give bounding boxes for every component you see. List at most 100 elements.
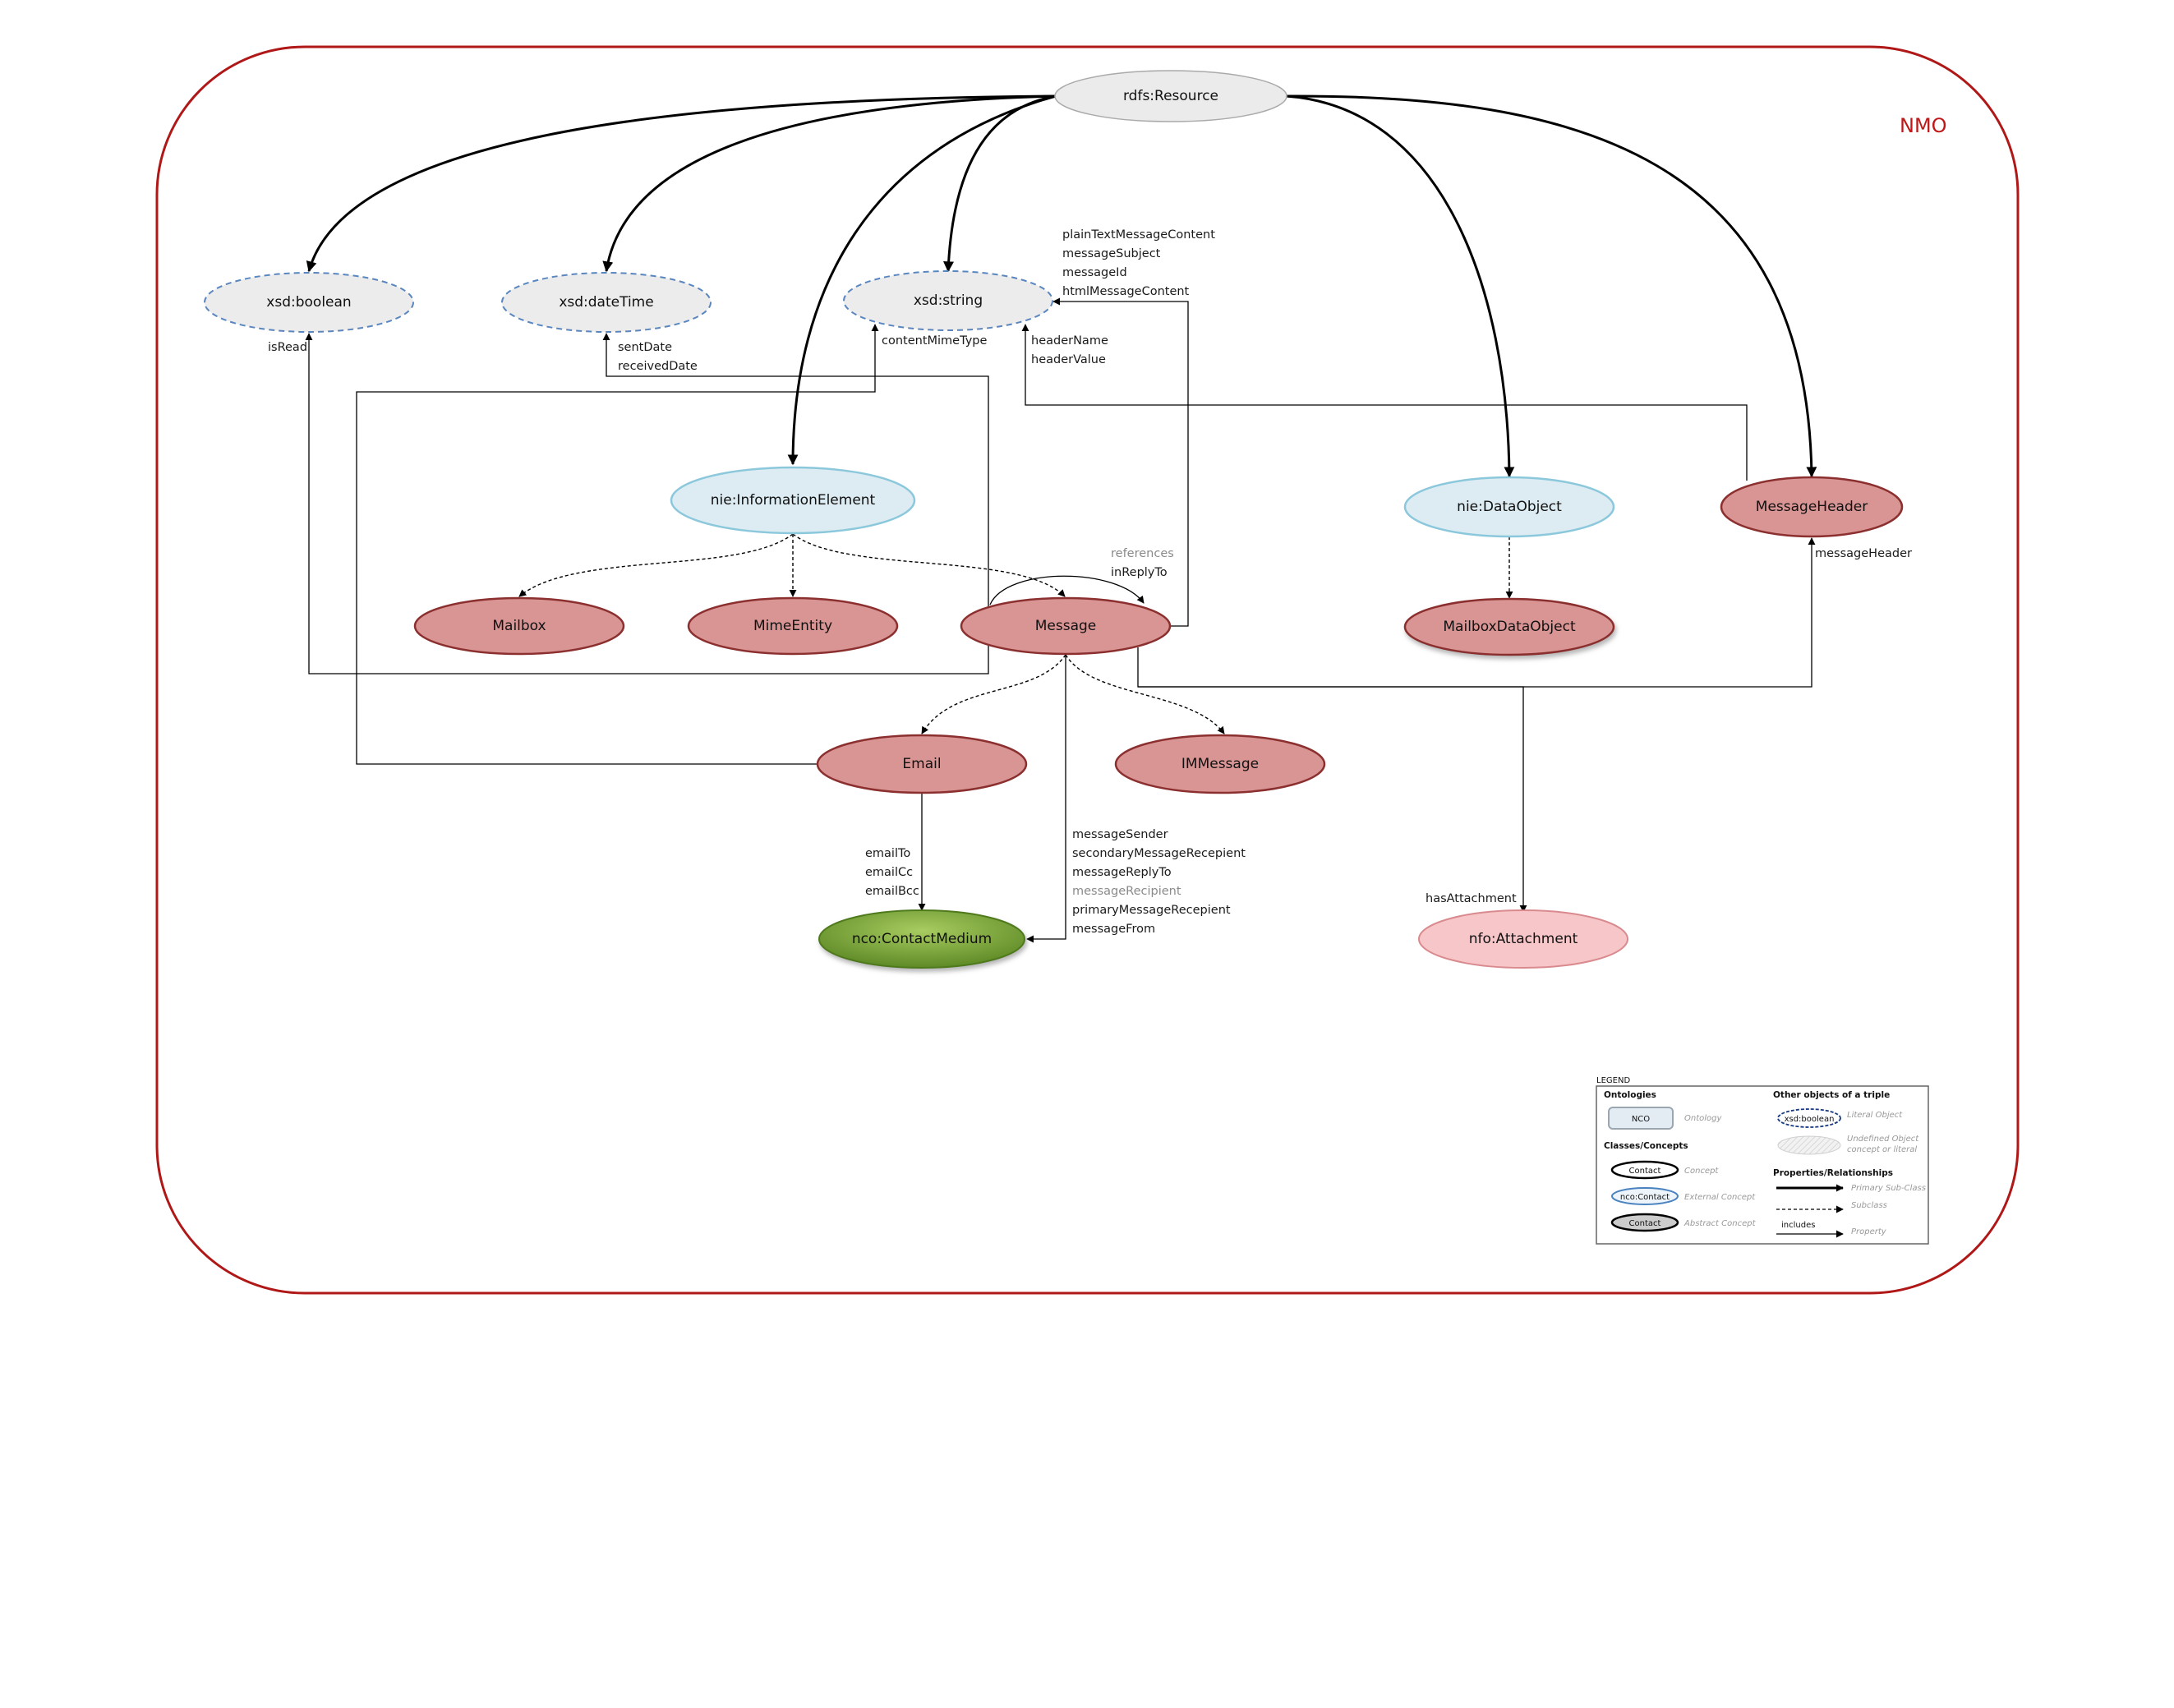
legend: LEGEND Ontologies NCO Ontology Classes/C… [1596,1076,1929,1245]
subclass-edges [518,533,1513,734]
property-labels: isRead sentDate receivedDate contentMime… [268,228,1912,936]
node-message-header: MessageHeader [1720,476,1904,538]
node-nie-data-object: nie:DataObject [1403,476,1615,538]
label-plain-text-message-content: plainTextMessageContent [1062,228,1215,242]
edge-header [1021,324,1748,481]
label-header-name: headerName [1031,334,1108,348]
ontology-title: NMO [1900,114,1947,137]
svg-text:concept or literal: concept or literal [1847,1145,1917,1154]
legend-properties-heading: Properties/Relationships [1773,1168,1893,1178]
svg-text:Concept: Concept [1684,1167,1719,1176]
node-email: Email [816,734,1028,794]
label-references: references [1111,547,1174,560]
label-email-cc: emailCc [865,866,913,879]
label-email-to: emailTo [865,847,910,860]
svg-text:NCO: NCO [1632,1115,1650,1124]
label-message-from: messageFrom [1072,923,1155,936]
label-message-header: messageHeader [1815,547,1912,560]
label-sent-date: sentDate [618,341,672,354]
svg-text:External Concept: External Concept [1684,1193,1756,1202]
svg-text:includes: includes [1781,1221,1815,1230]
node-message: Message [960,596,1172,656]
svg-text:MessageHeader: MessageHeader [1756,499,1868,515]
edge-resource-message-header [1285,94,1817,478]
node-contact-medium: nco:ContactMedium [818,909,1025,969]
legend-title: LEGEND [1596,1076,1630,1085]
node-mailbox: Mailbox [413,596,625,656]
edge-dates [602,333,989,626]
label-message-reply-to: messageReplyTo [1072,866,1172,879]
svg-text:rdfs:Resource: rdfs:Resource [1123,88,1218,104]
label-header-value: headerValue [1031,353,1106,366]
node-im-message: IMMessage [1114,734,1326,794]
label-message-subject: messageSubject [1062,247,1161,260]
legend-external-sample [1611,1187,1679,1205]
node-mailbox-data-object: MailboxDataObject [1403,597,1615,656]
svg-text:MailboxDataObject: MailboxDataObject [1443,619,1576,635]
edge-self-loop [989,575,1145,605]
svg-text:nco:ContactMedium: nco:ContactMedium [852,931,992,947]
edge-resource-boolean [306,94,1057,273]
node-mime-entity: MimeEntity [687,596,899,656]
edge-content-mime-type [356,324,879,765]
svg-text:Ontology: Ontology [1684,1114,1722,1123]
ontology-frame [155,45,2020,1295]
legend-concept-sample [1610,1160,1679,1180]
svg-text:nfo:Attachment: nfo:Attachment [1469,931,1578,947]
svg-text:Subclass: Subclass [1851,1201,1887,1210]
svg-text:xsd:dateTime: xsd:dateTime [559,294,653,311]
legend-classes-heading: Classes/Concepts [1604,1141,1688,1151]
svg-text:IMMessage: IMMessage [1181,756,1259,772]
svg-text:nco:Contact: nco:Contact [1620,1193,1670,1202]
legend-ontology-sample [1608,1107,1674,1130]
svg-text:Email: Email [902,756,941,772]
label-has-attachment: hasAttachment [1426,892,1517,905]
svg-text:Property: Property [1851,1227,1887,1236]
svg-text:nie:DataObject: nie:DataObject [1457,499,1562,515]
label-secondary-message-recepient: secondaryMessageRecepient [1072,847,1246,860]
svg-text:Contact: Contact [1629,1219,1661,1228]
legend-undefined-sample [1777,1135,1841,1155]
node-xsd-datetime: xsd:dateTime [501,272,712,333]
label-message-sender: messageSender [1072,828,1168,841]
svg-text:xsd:boolean: xsd:boolean [266,294,351,311]
svg-text:Undefined Object: Undefined Object [1847,1135,1919,1144]
label-received-date: receivedDate [618,360,698,373]
svg-text:Abstract Concept: Abstract Concept [1683,1219,1757,1228]
edge-message-immessage [1065,654,1225,734]
svg-text:nie:InformationElement: nie:InformationElement [711,492,876,509]
label-message-recipient: messageRecipient [1072,885,1181,898]
label-is-read: isRead [268,341,307,354]
label-content-mime-type: contentMimeType [882,334,987,348]
legend-literal-sample [1777,1108,1841,1128]
svg-text:Message: Message [1035,618,1097,634]
edge-resource-data-object [1285,94,1515,478]
edge-resource-string [943,94,1057,273]
label-message-id: messageId [1062,266,1127,279]
property-edges [305,297,1816,943]
edge-ie-mailbox [518,533,794,597]
legend-abstract-sample [1610,1213,1679,1232]
edge-resource-datetime [602,94,1057,273]
edge-message-content [1052,297,1189,627]
node-rdfs-resource: rdfs:Resource [1054,70,1287,122]
legend-other-heading: Other objects of a triple [1773,1090,1890,1100]
edge-has-attachment [1138,686,1527,913]
label-email-bcc: emailBcc [865,885,919,898]
svg-text:Literal Object: Literal Object [1847,1111,1903,1120]
svg-text:MimeEntity: MimeEntity [753,618,832,634]
svg-text:Primary Sub-Class: Primary Sub-Class [1851,1184,1926,1193]
node-attachment: nfo:Attachment [1418,909,1628,969]
label-html-message-content: htmlMessageContent [1062,285,1190,298]
edge-ie-message [792,533,1066,597]
svg-text:Mailbox: Mailbox [492,618,546,634]
label-primary-message-recepient: primaryMessageRecepient [1072,904,1231,917]
edge-message-email [921,654,1066,734]
node-xsd-boolean: xsd:boolean [204,272,414,333]
label-in-reply-to: inReplyTo [1111,566,1168,579]
node-nie-information-element: nie:InformationElement [670,466,916,535]
edge-isread [305,333,989,674]
edge-message-contact [1026,655,1066,943]
svg-text:Contact: Contact [1629,1167,1661,1176]
